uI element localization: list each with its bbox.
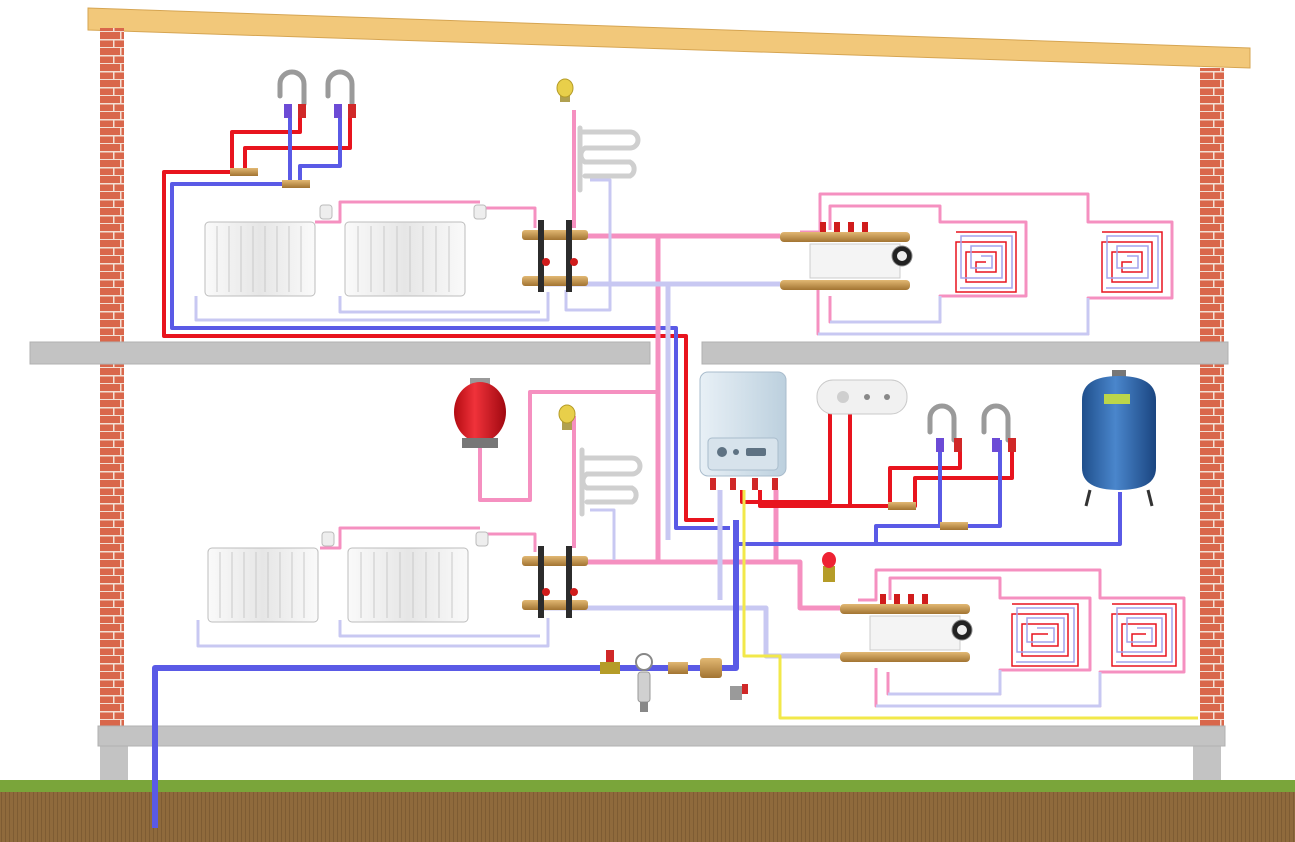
hydro-accumulator-blue (1082, 370, 1156, 507)
brick-walls (100, 28, 1224, 780)
air-vent-lower (558, 404, 576, 430)
mixer-taps-lower (927, 403, 1011, 443)
expansion-tank-red (454, 378, 506, 448)
mixer-taps-upper (277, 69, 355, 107)
underfloor-loops (955, 231, 1177, 667)
upper-pipes (162, 110, 1174, 560)
floor-slabs (29, 341, 1229, 747)
wall-boiler (699, 371, 787, 490)
lower-pipes (152, 390, 1198, 828)
radiator-manifold-upper (522, 220, 588, 292)
towel-warmer-upper (577, 125, 641, 193)
roof-beam (87, 7, 1251, 69)
drain-valve (730, 684, 748, 700)
water-filter-unit (600, 650, 722, 712)
underfloor-manifold-lower (840, 594, 973, 662)
air-vent-upper (556, 78, 574, 102)
indirect-water-heater (816, 379, 908, 415)
towel-warmer-lower (579, 447, 643, 517)
radiators-upper (204, 204, 487, 297)
underfloor-manifold-upper (780, 222, 913, 290)
safety-valve (822, 552, 836, 582)
radiator-manifold-lower (522, 546, 588, 618)
mixer-taps-lower-valves (888, 438, 1016, 530)
ground (0, 780, 1295, 842)
radiators-lower (207, 531, 489, 623)
mixer-taps-upper-valves (230, 104, 356, 188)
